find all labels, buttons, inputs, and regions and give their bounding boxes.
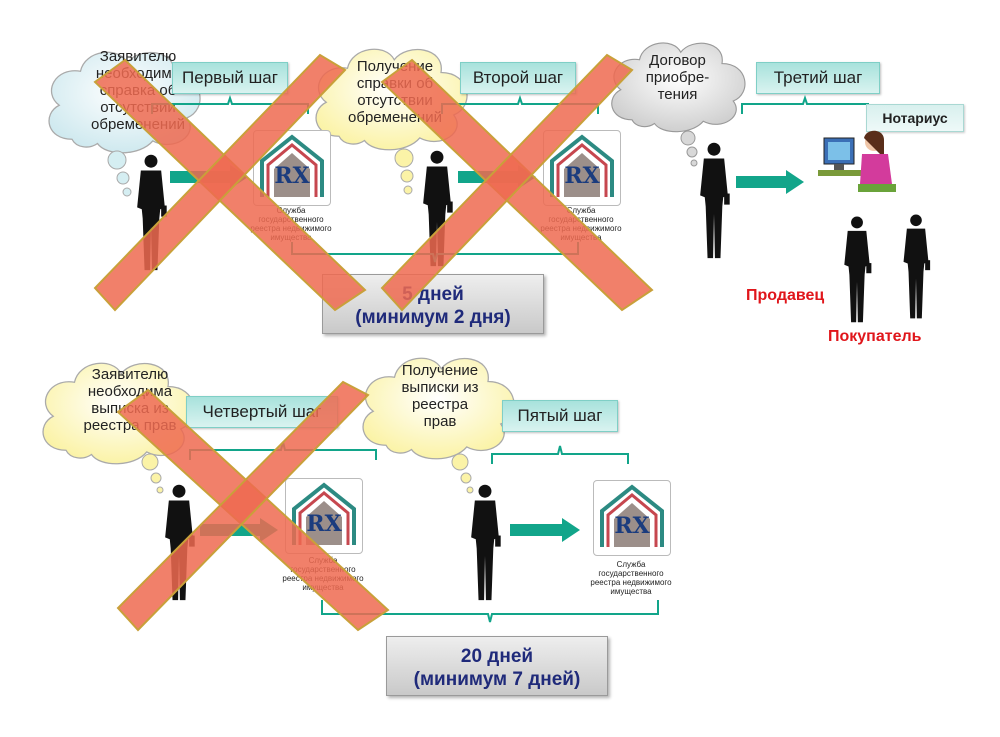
days-box-top: 5 дней (минимум 2 дня) [322,274,544,334]
seller-label: Продавец [746,287,825,304]
registry-logo-5: RX [593,480,671,556]
step-1-label: Первый шаг [172,62,288,94]
applicant-figure-3 [695,140,733,260]
cloud-2-tail [394,148,414,195]
cloud-3-tail [680,130,698,167]
cloud-1-tail [107,150,132,197]
registry-logo-1: RX [253,130,331,206]
svg-text:RX: RX [274,163,310,189]
days-top-line2: (минимум 2 дня) [355,307,511,328]
seller-figure [835,214,879,324]
days-bottom-line1: 20 дней [460,646,534,667]
registry-logo-2: RX [543,130,621,206]
cloud-5-tail [451,453,474,494]
arrow-step-3 [736,170,804,194]
bracket-step-3 [741,94,869,114]
cloud-4-tail [141,453,164,494]
days-bottom-line2: (минимум 7 дней) [413,669,581,690]
bracket-days-bottom [321,600,659,623]
svg-text:RX: RX [306,511,342,537]
step-3-label: Третий шаг [756,62,880,94]
cross-step-1 [93,53,367,312]
arrow-step-5 [510,518,580,542]
step-5-label: Пятый шаг [502,400,618,432]
svg-text:RX: RX [564,163,600,189]
cross-step-2 [380,53,654,312]
cross-step-4 [116,380,390,632]
notary-label: Нотариус [866,104,964,132]
svg-text:RX: RX [614,513,650,539]
step-2-label: Второй шаг [460,62,576,94]
buyer-figure [896,212,936,320]
notary-figure [818,130,896,192]
buyer-label: Покупатель [828,328,922,345]
applicant-figure-5 [466,482,504,602]
bracket-step-5 [491,445,629,464]
cloud-5-text: Получение выписки из реестра прав [401,362,479,430]
registry-caption-5: Служба государственного реестра недвижим… [590,560,672,596]
cloud-3-text: Договор приобре- тения [645,52,710,103]
days-box-bottom: 20 дней (минимум 7 дней) [386,636,608,696]
